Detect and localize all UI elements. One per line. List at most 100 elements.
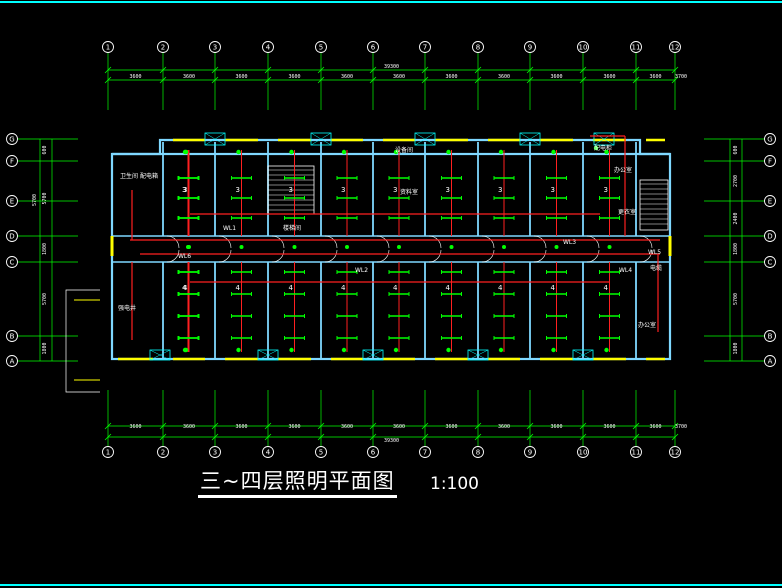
dim-tick bbox=[671, 66, 679, 74]
axis-bubble-top bbox=[157, 41, 169, 53]
axis-bubble-top-label: 11 bbox=[632, 44, 641, 52]
axis-bubble-right-label: D bbox=[767, 233, 772, 241]
switch-dot bbox=[498, 347, 504, 353]
dim-tick bbox=[369, 422, 377, 430]
dim-bottom-text: 3600 bbox=[235, 424, 247, 430]
dim-right-text: 1800 bbox=[733, 243, 739, 255]
switch-dot bbox=[446, 347, 451, 353]
axis-bubble-right bbox=[764, 355, 776, 367]
circuit-number: 4 bbox=[289, 284, 294, 292]
dim-left-text: 600 bbox=[42, 145, 48, 154]
dim-top-text: 3600 bbox=[498, 74, 510, 80]
axis-bubble-top-label: 4 bbox=[266, 44, 271, 52]
dim-tick bbox=[474, 433, 482, 441]
dim-tick bbox=[632, 76, 640, 84]
door-swing bbox=[533, 249, 547, 263]
dim-bottom-text: 3600 bbox=[183, 424, 195, 430]
axis-bubble-top bbox=[472, 41, 484, 53]
dim-tick bbox=[421, 76, 429, 84]
circuit-number: 3 bbox=[393, 186, 397, 194]
axis-bubble-top-label: 3 bbox=[213, 44, 217, 52]
dim-tick bbox=[579, 422, 587, 430]
axis-bubble-right-label: C bbox=[768, 259, 773, 267]
dim-tick bbox=[421, 422, 429, 430]
axis-bubble-top bbox=[367, 41, 379, 53]
dim-left-text: 5700 bbox=[42, 192, 48, 204]
dim-tick bbox=[474, 422, 482, 430]
drawing-title-wrap: 三~四层照明平面图 bbox=[198, 466, 397, 498]
circuit-number: 4 bbox=[183, 284, 188, 292]
door-swing bbox=[271, 235, 285, 249]
bottom-box bbox=[149, 349, 171, 361]
door-swing bbox=[428, 249, 442, 263]
axis-bubble-bottom-label: 4 bbox=[266, 449, 271, 457]
dim-top-text: 3600 bbox=[341, 74, 353, 80]
axis-bubble-top bbox=[262, 41, 274, 53]
axis-bubble-bottom bbox=[315, 446, 327, 458]
switch-dot bbox=[183, 347, 189, 353]
dim-top-text: 3600 bbox=[445, 74, 457, 80]
axis-bubble-right-label: E bbox=[768, 198, 772, 206]
axis-bubble-bottom bbox=[419, 446, 431, 458]
switch-dot bbox=[289, 347, 294, 353]
drawing-title: 三~四层照明平面图 bbox=[198, 468, 397, 498]
axis-bubble-bottom-label: 11 bbox=[632, 449, 641, 457]
axis-bubble-left-label: C bbox=[10, 259, 15, 267]
axis-bubble-bottom bbox=[472, 446, 484, 458]
axis-bubble-left bbox=[6, 155, 18, 167]
axis-bubble-bottom bbox=[577, 446, 589, 458]
dim-right-text: 5700 bbox=[733, 293, 739, 305]
dim-top-text: 3600 bbox=[235, 74, 247, 80]
axis-bubble-bottom-label: 9 bbox=[528, 449, 532, 457]
axis-bubble-bottom bbox=[262, 446, 274, 458]
top-box bbox=[310, 132, 332, 146]
door-swing bbox=[639, 235, 653, 249]
bottom-box-x bbox=[257, 349, 279, 361]
dim-top-text: 3600 bbox=[183, 74, 195, 80]
dim-tick bbox=[579, 66, 587, 74]
axis-bubble-top-label: 12 bbox=[671, 44, 680, 52]
circuit-number: 3 bbox=[183, 186, 187, 194]
dim-bottom-text: 3600 bbox=[603, 424, 615, 430]
axis-bubble-bottom bbox=[102, 446, 114, 458]
annex-outline bbox=[65, 289, 100, 393]
dim-bottom-text: 3600 bbox=[649, 424, 661, 430]
axis-bubble-bottom-label: 3 bbox=[213, 449, 217, 457]
switch-dot bbox=[604, 347, 609, 353]
corridor-lamp bbox=[292, 245, 297, 249]
axis-bubble-top bbox=[419, 41, 431, 53]
axis-bubble-top-label: 6 bbox=[371, 44, 376, 52]
switch-dot bbox=[393, 149, 399, 155]
door-swing bbox=[533, 235, 547, 249]
switch-dot bbox=[498, 149, 504, 155]
corridor-lamp bbox=[607, 245, 612, 249]
axis-bubble-top-label: 2 bbox=[161, 44, 165, 52]
dim-tick bbox=[264, 422, 272, 430]
dim-tick bbox=[526, 66, 534, 74]
top-box bbox=[204, 132, 226, 146]
drawing-scale: 1:100 bbox=[430, 474, 479, 494]
bottom-box-x bbox=[362, 349, 384, 361]
dim-bottom-text: 3600 bbox=[288, 424, 300, 430]
panel-tag: WL1 bbox=[223, 225, 236, 232]
corridor-lamp bbox=[502, 245, 506, 249]
dim-tick bbox=[474, 66, 482, 74]
axis-bubble-top-label: 1 bbox=[106, 44, 110, 52]
dim-tick bbox=[671, 76, 679, 84]
dim-tick bbox=[104, 422, 112, 430]
dim-tick bbox=[104, 433, 112, 441]
door-swing bbox=[218, 235, 232, 249]
circuit-number: 4 bbox=[498, 284, 503, 292]
axis-bubble-bottom-label: 12 bbox=[671, 449, 680, 457]
door-swing bbox=[324, 235, 338, 249]
dim-right-text: 2400 bbox=[733, 212, 739, 224]
corridor-lamp bbox=[449, 245, 454, 249]
door-swing bbox=[428, 235, 442, 249]
axis-bubble-right bbox=[764, 133, 776, 145]
axis-bubble-bottom-label: 10 bbox=[579, 449, 588, 457]
circuit-number: 4 bbox=[393, 284, 398, 292]
room-label: 楼梯间 bbox=[283, 224, 301, 232]
axis-bubble-left bbox=[6, 133, 18, 145]
